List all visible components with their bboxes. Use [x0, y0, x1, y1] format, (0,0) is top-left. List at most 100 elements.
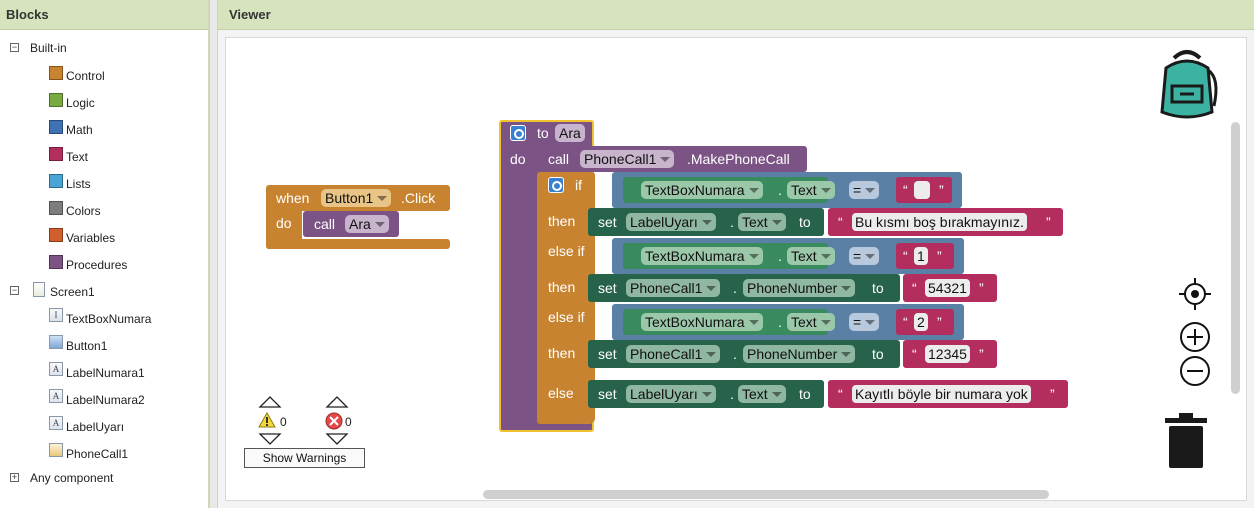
phonecall-dropdown[interactable]: PhoneCall1 — [626, 279, 721, 297]
text-literal-value-msg-none[interactable]: Kayıtlı böyle bir numara yok — [852, 385, 1031, 403]
label-dropdown[interactable]: LabelUyarı — [626, 385, 716, 403]
set-keyword: set — [598, 280, 617, 296]
tree-item-variables[interactable]: Variables — [66, 231, 116, 245]
tree-item-text[interactable]: Text — [66, 150, 89, 164]
close-quote: ” — [1046, 214, 1051, 230]
backpack-icon[interactable] — [1152, 48, 1222, 122]
text-literal-value-1[interactable] — [914, 181, 930, 199]
operator-label: = — [853, 182, 862, 198]
vertical-scrollbar[interactable] — [1231, 122, 1240, 394]
chevron-down-icon — [748, 320, 759, 325]
procedure-dropdown-ara[interactable]: Ara — [345, 215, 389, 233]
warning-count: 0 — [280, 415, 287, 429]
component-dropdown-button1[interactable]: Button1 — [321, 189, 392, 207]
property-dropdown[interactable]: Text — [738, 213, 786, 231]
error-prev-arrow-icon[interactable] — [325, 395, 349, 409]
collapse-builtin-icon[interactable]: − — [10, 42, 19, 52]
phonecall-dropdown[interactable]: PhoneCall1 — [626, 345, 721, 363]
warning-next-arrow-icon[interactable] — [258, 432, 282, 446]
recenter-icon[interactable] — [1178, 277, 1212, 311]
tree-item-math[interactable]: Math — [66, 123, 93, 137]
operator-dropdown[interactable]: = — [849, 181, 880, 199]
error-next-arrow-icon[interactable] — [325, 432, 349, 446]
warning-triangle-icon — [258, 412, 276, 428]
tree-item-button1[interactable]: Button1 — [66, 339, 108, 353]
blocks-panel: Blocks − Built-in Control Logic Math Tex… — [0, 0, 209, 508]
viewer-panel-title: Viewer — [218, 0, 1254, 30]
property-dropdown[interactable]: Text — [738, 385, 786, 403]
property-dropdown[interactable]: PhoneNumber — [743, 345, 856, 363]
tree-item-phonecall1[interactable]: PhoneCall1 — [66, 447, 129, 461]
phonecall-dropdown[interactable]: PhoneCall1 — [580, 150, 675, 168]
operator-dropdown[interactable]: = — [849, 313, 880, 331]
set-keyword: set — [598, 346, 617, 362]
dot-separator: . — [733, 346, 737, 362]
text-literal-value-2[interactable]: 1 — [914, 247, 928, 265]
open-quote: “ — [838, 386, 843, 402]
label-icon: A — [49, 362, 63, 376]
mutator-gear-icon[interactable] — [510, 125, 526, 141]
property-dropdown-label: Text — [791, 314, 817, 330]
textbox-dropdown[interactable]: TextBoxNumara — [641, 247, 763, 265]
tree-item-lists[interactable]: Lists — [66, 177, 91, 191]
textbox-dropdown[interactable]: TextBoxNumara — [641, 313, 763, 331]
set-keyword: set — [598, 214, 617, 230]
procedures-swatch-icon — [49, 255, 63, 269]
chevron-down-icon — [748, 188, 759, 193]
expand-any-component-icon[interactable]: + — [10, 472, 19, 482]
to-keyword: to — [537, 125, 549, 141]
else-keyword: else — [548, 385, 574, 401]
chevron-down-icon — [374, 222, 385, 227]
horizontal-scrollbar[interactable] — [483, 490, 1049, 499]
button-icon — [49, 335, 63, 349]
property-dropdown[interactable]: Text — [787, 247, 835, 265]
property-dropdown[interactable]: Text — [787, 313, 835, 331]
operator-dropdown[interactable]: = — [849, 247, 880, 265]
tree-item-labeluyari[interactable]: LabelUyarı — [66, 420, 125, 434]
phonecall-dropdown-label: PhoneCall1 — [630, 346, 703, 362]
tree-item-labelnumara2[interactable]: LabelNumara2 — [66, 393, 145, 407]
warning-prev-arrow-icon[interactable] — [258, 395, 282, 409]
tree-item-control[interactable]: Control — [66, 69, 105, 83]
open-quote: “ — [903, 314, 908, 330]
label-dropdown[interactable]: LabelUyarı — [626, 213, 716, 231]
tree-item-colors[interactable]: Colors — [66, 204, 101, 218]
property-dropdown-label: PhoneNumber — [747, 280, 838, 296]
tree-item-any-component[interactable]: Any component — [30, 471, 114, 485]
close-quote: ” — [937, 248, 942, 264]
zoom-in-icon[interactable] — [1179, 321, 1211, 353]
text-literal-value-3[interactable]: 2 — [914, 313, 928, 331]
text-literal-value-msg-empty[interactable]: Bu kısmı boş bırakmayınız. — [852, 213, 1027, 231]
chevron-down-icon — [820, 320, 831, 325]
procedure-name-field[interactable]: Ara — [555, 124, 585, 142]
tree-item-textboxnumara[interactable]: TextBoxNumara — [66, 312, 152, 326]
chevron-down-icon — [841, 286, 852, 291]
text-literal-value-num2[interactable]: 12345 — [925, 345, 970, 363]
procedure-dropdown-label: Ara — [349, 216, 371, 232]
text-literal-value-num1[interactable]: 54321 — [925, 279, 970, 297]
panel-splitter[interactable] — [209, 0, 218, 508]
tree-item-logic[interactable]: Logic — [66, 96, 95, 110]
chevron-down-icon — [820, 188, 831, 193]
chevron-down-icon — [820, 254, 831, 259]
error-circle-icon — [325, 412, 343, 430]
collapse-screen-icon[interactable]: − — [10, 285, 19, 295]
tree-item-procedures[interactable]: Procedures — [66, 258, 128, 272]
label-dropdown-label: LabelUyarı — [630, 386, 698, 402]
if-mutator-gear-icon[interactable] — [548, 177, 564, 193]
else-if-keyword: else if — [548, 309, 585, 325]
show-warnings-button[interactable]: Show Warnings — [244, 448, 365, 468]
lists-swatch-icon — [49, 174, 63, 188]
event-name: .Click — [401, 190, 436, 206]
tree-item-builtin[interactable]: Built-in — [30, 41, 67, 55]
trash-icon[interactable] — [1163, 412, 1209, 470]
property-dropdown[interactable]: PhoneNumber — [743, 279, 856, 297]
if-else-block[interactable] — [537, 172, 595, 422]
phone-icon — [49, 443, 63, 457]
zoom-out-icon[interactable] — [1179, 355, 1211, 387]
tree-item-labelnumara1[interactable]: LabelNumara1 — [66, 366, 145, 380]
textbox-dropdown[interactable]: TextBoxNumara — [641, 181, 763, 199]
tree-item-screen1[interactable]: Screen1 — [50, 285, 95, 299]
event-block-footer — [266, 239, 450, 249]
property-dropdown[interactable]: Text — [787, 181, 835, 199]
